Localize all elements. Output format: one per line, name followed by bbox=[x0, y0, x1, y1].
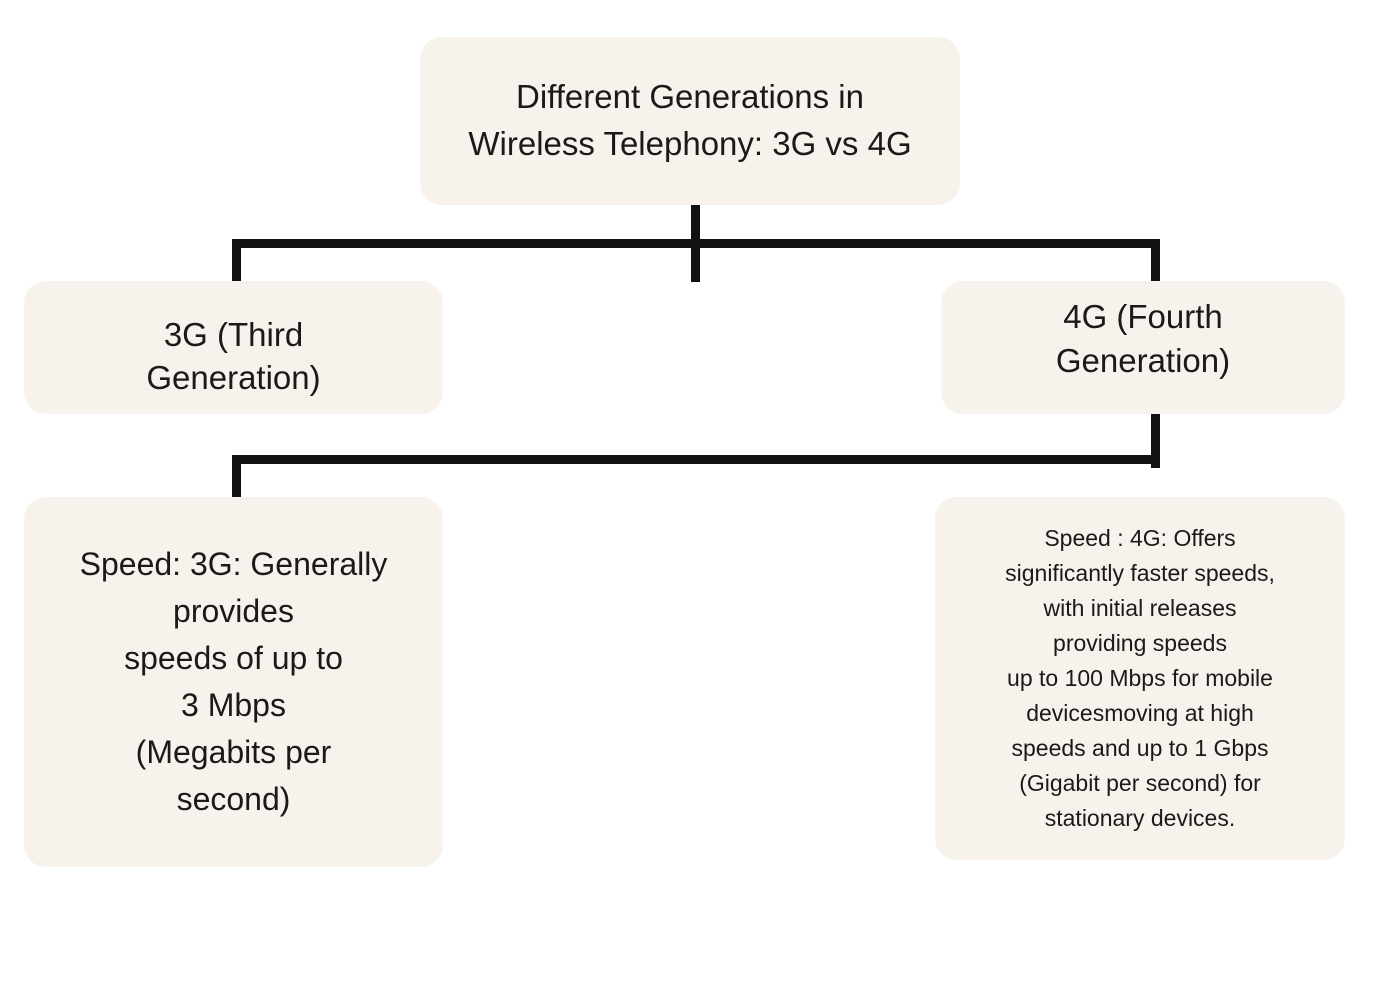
connector-4g-stem bbox=[1151, 399, 1160, 468]
node-root-title-label: Different Generations in Wireless Teleph… bbox=[468, 78, 912, 162]
node-root-title[interactable]: Different Generations in Wireless Teleph… bbox=[420, 37, 960, 205]
node-3g[interactable]: 3G (Third Generation) bbox=[24, 281, 443, 414]
connector-level1-horizontal bbox=[232, 239, 1160, 248]
node-4g-speed-detail-label: Speed : 4G: Offers significantly faster … bbox=[1005, 525, 1275, 831]
node-3g-speed-detail[interactable]: Speed: 3G: Generally provides speeds of … bbox=[24, 497, 443, 867]
node-3g-speed-detail-label: Speed: 3G: Generally provides speeds of … bbox=[79, 545, 388, 818]
node-4g-speed-detail[interactable]: Speed : 4G: Offers significantly faster … bbox=[935, 497, 1345, 860]
connector-to-3g bbox=[232, 239, 241, 287]
connector-to-3g-detail bbox=[232, 455, 241, 505]
connector-to-4g bbox=[1151, 239, 1160, 287]
node-4g[interactable]: 4G (Fourth Generation) bbox=[941, 281, 1345, 414]
connector-level2-horizontal bbox=[232, 455, 1160, 464]
node-4g-label: 4G (Fourth Generation) bbox=[1055, 298, 1231, 379]
node-3g-label: 3G (Third Generation) bbox=[146, 315, 321, 397]
